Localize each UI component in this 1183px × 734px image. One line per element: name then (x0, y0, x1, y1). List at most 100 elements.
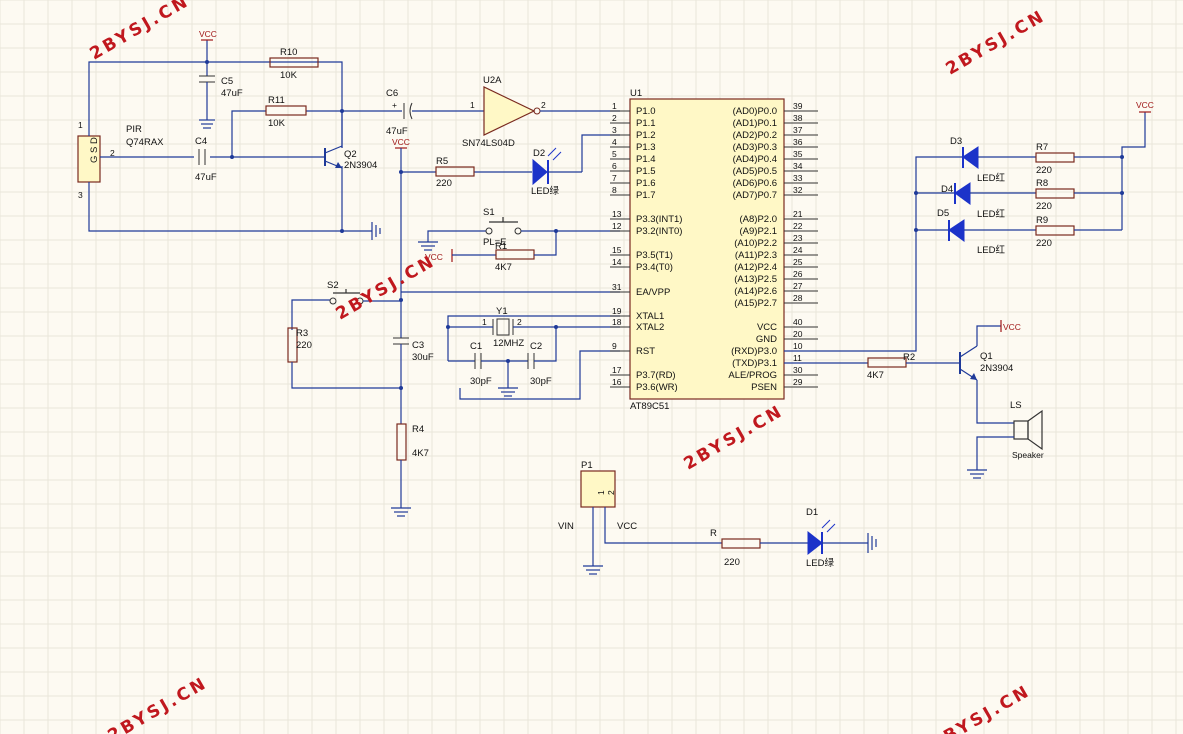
mcu-left-pin-name: P1.6 (636, 178, 656, 189)
led-d4: D4 LED红 (941, 182, 1036, 220)
ground-q2 (371, 222, 381, 240)
mcu-left-pin-number: 1 (612, 101, 617, 111)
c4-value: 47uF (195, 172, 217, 183)
q2-ref: Q2 (344, 149, 357, 160)
vcc-symbol-top: VCC (199, 29, 217, 62)
vcc-label-mid: VCC (392, 137, 410, 147)
p1-ref: P1 (581, 460, 593, 471)
mcu-left-pin-name: P3.4(T0) (636, 262, 673, 273)
mcu-right-pin-name: (AD5)P0.5 (733, 166, 777, 177)
resistor-r3: R3 220 (287, 327, 401, 389)
y1-value: 12MHZ (493, 338, 524, 349)
mcu-right-pin-number: 28 (793, 293, 803, 303)
s1-ref: S1 (483, 207, 495, 218)
pir-ref: PIR (126, 124, 142, 135)
mcu-right-pin-number: 39 (793, 101, 803, 111)
r9-ref: R9 (1036, 215, 1048, 226)
mcu-right-pin-name: (TXD)P3.1 (732, 358, 777, 369)
watermark-bottom-left: 2BYSJ.CN (105, 673, 212, 734)
capacitor-c5: C5 47uF (199, 62, 243, 120)
mcu-right-pin-name: (AD6)P0.6 (733, 178, 777, 189)
vcc-right-bus: VCC (1074, 100, 1154, 231)
d2-label: LED绿 (531, 185, 559, 197)
s2-ref: S2 (327, 280, 339, 291)
mcu-left-pin-name: EA/VPP (636, 287, 670, 298)
d2-ref: D2 (533, 148, 545, 159)
r3-ref: R3 (296, 328, 308, 339)
mcu-right-pin-name: PSEN (751, 382, 777, 393)
c1-value: 30pF (470, 376, 492, 387)
watermark-center: 2BYSJ.CN (681, 401, 788, 474)
mcu-left-pin-number: 18 (612, 317, 622, 327)
u2a-ref: U2A (483, 75, 502, 86)
ls-ref: LS (1010, 400, 1022, 411)
c2-value: 30pF (530, 376, 552, 387)
r10-ref: R10 (280, 47, 297, 58)
mcu-left-pin-number: 31 (612, 282, 622, 292)
mcu-left-pin-name: P1.5 (636, 166, 656, 177)
mcu-right-pin-number: 23 (793, 233, 803, 243)
s1-note: PL=E (483, 237, 507, 248)
u2a-pin-in: 1 (470, 100, 475, 110)
mcu-left-pin-number: 9 (612, 341, 617, 351)
d5-ref: D5 (937, 208, 949, 219)
mcu-right-pin-number: 10 (793, 341, 803, 351)
ground-c5 (199, 119, 215, 129)
led-d3: D3 LED红 (950, 136, 1036, 184)
mcu-left-pin-number: 6 (612, 161, 617, 171)
vcc-label-r1: VCC (425, 252, 443, 262)
c6-value: 47uF (386, 126, 408, 137)
c3-ref: C3 (412, 340, 424, 351)
c2-ref: C2 (530, 341, 542, 352)
mcu-ref: U1 (630, 88, 642, 99)
resistor-r11: R11 10K (265, 95, 307, 129)
c4-ref: C4 (195, 136, 207, 147)
r3-value: 220 (296, 340, 312, 351)
resistor-r7: R7 220 (1035, 142, 1075, 176)
mcu-right-pin-name: (AD2)P0.2 (733, 130, 777, 141)
mcu-right-pin-name: (AD3)P0.3 (733, 142, 777, 153)
mcu-left-pin-number: 4 (612, 137, 617, 147)
r5-ref: R5 (436, 156, 448, 167)
pir-pin-text: G S D (89, 137, 100, 163)
mcu-left-pin-number: 16 (612, 377, 622, 387)
d3-label: LED红 (977, 172, 1005, 184)
ls-label: Speaker (1012, 450, 1044, 460)
mcu-right-pin-name: (RXD)P3.0 (731, 346, 777, 357)
r11-value: 10K (268, 118, 286, 129)
mcu-left-pin-name: P1.3 (636, 142, 656, 153)
mcu-left-pin-number: 15 (612, 245, 622, 255)
mcu-left-pin-number: 2 (612, 113, 617, 123)
r7-value: 220 (1036, 165, 1052, 176)
p1-vin: VIN (558, 521, 574, 532)
mcu-right-pin-number: 29 (793, 377, 803, 387)
mcu-left-pin-name: P1.7 (636, 190, 656, 201)
c3-value: 30uF (412, 352, 434, 363)
watermark-bottom-right: 2BYSJ.CN (928, 681, 1035, 734)
pir-part: Q74RAX (126, 137, 164, 148)
r8-ref: R8 (1036, 178, 1048, 189)
mcu-right-pin-number: 32 (793, 185, 803, 195)
mcu-right-pin-number: 35 (793, 149, 803, 159)
capacitor-c4: C4 47uF (195, 136, 217, 183)
mcu-left-pin-number: 14 (612, 257, 622, 267)
c1-ref: C1 (470, 341, 482, 352)
led-d2: D2 LED绿 (531, 134, 620, 197)
mcu-left-pin-number: 12 (612, 221, 622, 231)
mcu-right-pin-number: 24 (793, 245, 803, 255)
r8-value: 220 (1036, 201, 1052, 212)
capacitor-c6: C6 + 47uF (386, 88, 484, 137)
mcu-right-pin-number: 36 (793, 137, 803, 147)
mcu-right-pin-name: (A8)P2.0 (740, 214, 778, 225)
mcu-right-pin-name: (AD0)P0.0 (733, 106, 777, 117)
mcu-part: AT89C51 (630, 401, 669, 412)
mcu-right-pin-name: (A15)P2.7 (734, 298, 777, 309)
mcu-right-pin-name: (AD1)P0.1 (733, 118, 777, 129)
c6-ref: C6 (386, 88, 398, 99)
y1-pin1: 1 (482, 317, 487, 327)
mcu-left-pin-name: RST (636, 346, 655, 357)
mcu-right-pin-number: 37 (793, 125, 803, 135)
